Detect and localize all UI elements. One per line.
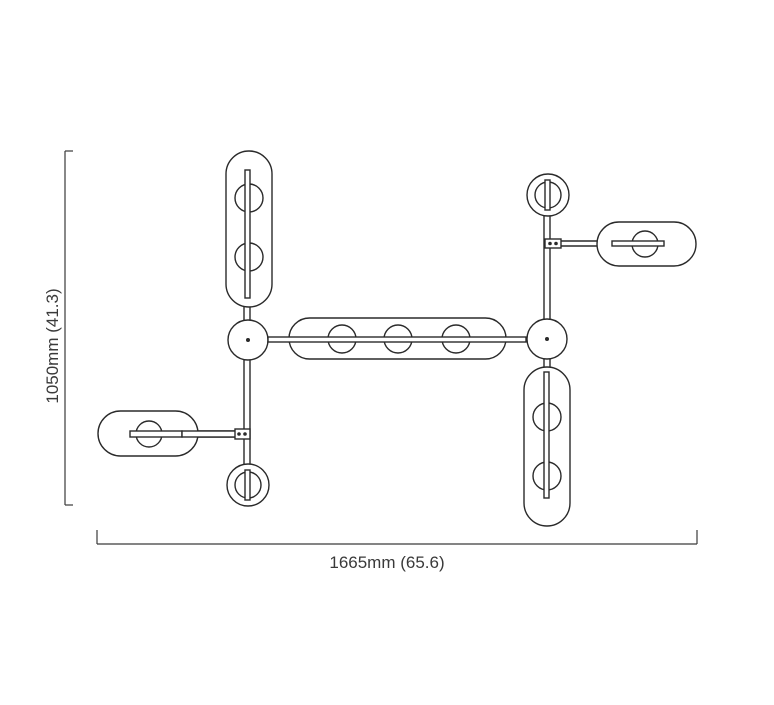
bulb-bottom-left (226, 463, 270, 507)
height-dimension: 1050mm (41.3) (43, 150, 73, 506)
height-dimension-label: 1050mm (41.3) (43, 288, 62, 403)
center-bar (267, 317, 527, 360)
width-dimension-label: 1665mm (65.6) (329, 553, 444, 572)
bulb-top-right (526, 173, 570, 217)
pod-top-left (225, 150, 273, 308)
pod-left-horizontal (97, 410, 251, 457)
left-hub (227, 319, 269, 361)
right-hub (526, 318, 568, 360)
width-dimension: 1665mm (65.6) (96, 530, 698, 572)
pod-right-horizontal (544, 221, 697, 267)
pod-bottom-right (523, 366, 571, 527)
